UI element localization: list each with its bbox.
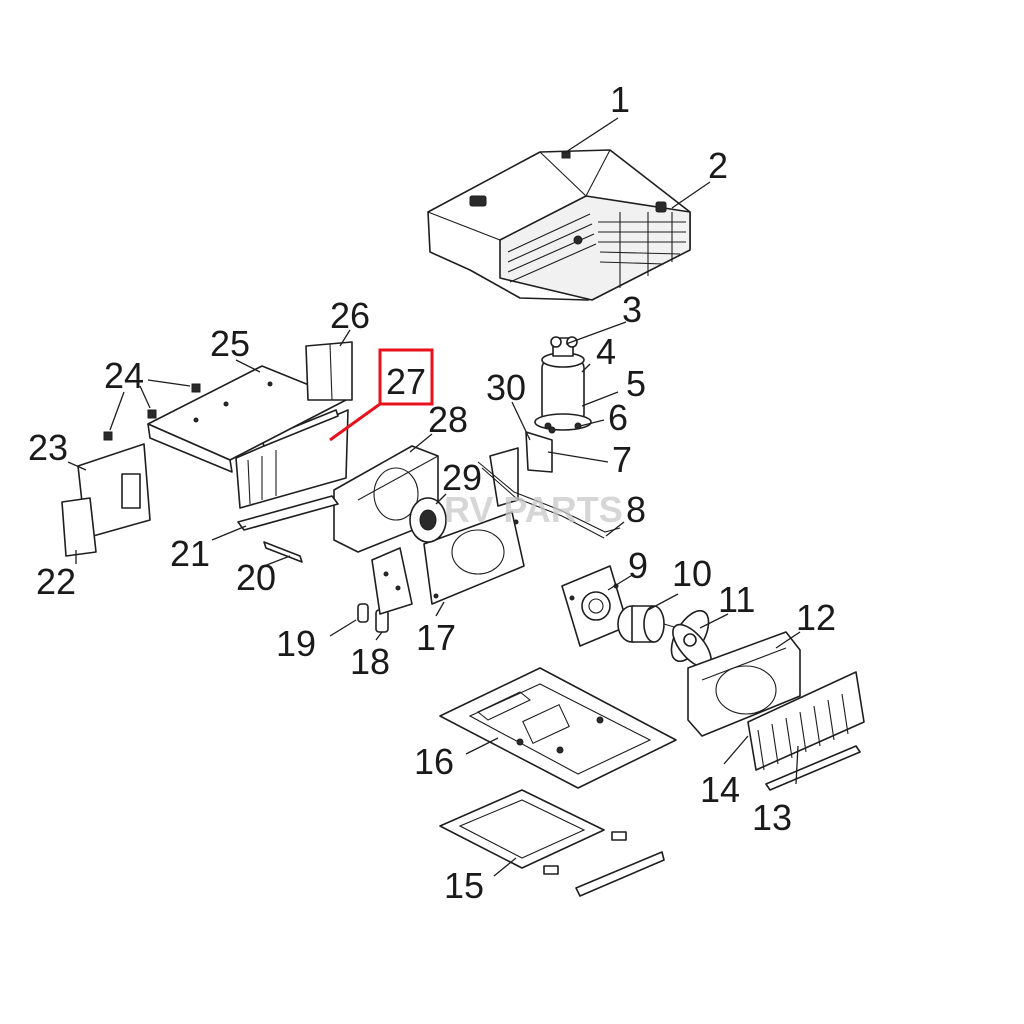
callout-21: 21 — [170, 533, 210, 574]
tubing-strap — [477, 461, 621, 539]
roof-gasket — [439, 789, 665, 897]
compressor-bracket — [489, 431, 553, 507]
evaporator-coil — [235, 409, 349, 509]
retaining-clips — [103, 383, 201, 441]
access-panel — [61, 497, 97, 557]
drain-tray — [237, 495, 339, 563]
callout-20: 20 — [236, 557, 276, 598]
callout-1: 1 — [610, 79, 630, 120]
callout-5: 5 — [626, 363, 646, 404]
callout-26: 26 — [330, 295, 370, 336]
callout-23: 23 — [28, 427, 68, 468]
callout-16: 16 — [414, 741, 454, 782]
end-panel — [77, 443, 151, 539]
callout-9: 9 — [628, 545, 648, 586]
callout-8: 8 — [626, 489, 646, 530]
blower-wheel — [409, 497, 447, 543]
watermark-text: RV PARTS — [444, 489, 623, 530]
side-panel — [305, 341, 353, 401]
callout-6: 6 — [608, 397, 628, 438]
callout-24: 24 — [104, 355, 144, 396]
callout-12: 12 — [796, 597, 836, 638]
callout-14: 14 — [700, 769, 740, 810]
callout-27: 27 — [386, 361, 426, 402]
callout-labels: 1 2 3 4 5 6 7 8 9 10 11 12 13 14 15 16 1… — [28, 79, 836, 906]
control-box — [371, 547, 413, 615]
highlight-box — [378, 348, 434, 406]
compressor-assembly — [534, 336, 592, 434]
leader-lines — [67, 117, 801, 877]
callout-11: 11 — [718, 579, 755, 620]
callout-7: 7 — [612, 439, 632, 480]
condenser-shroud — [687, 631, 801, 737]
callout-28: 28 — [428, 399, 468, 440]
capacitor — [357, 603, 389, 633]
highlight-leader-line — [329, 402, 381, 442]
blower-plate — [423, 511, 525, 605]
base-pan — [439, 667, 677, 789]
callout-25: 25 — [210, 323, 250, 364]
callout-19: 19 — [276, 623, 316, 664]
condenser-fan-blade — [670, 609, 712, 669]
callout-22: 22 — [36, 561, 76, 602]
fan-motor — [617, 605, 685, 643]
callout-30: 30 — [486, 367, 526, 408]
callout-2: 2 — [708, 145, 728, 186]
callout-3: 3 — [622, 289, 642, 330]
condenser-coil — [747, 671, 865, 791]
callout-17: 17 — [416, 617, 456, 658]
evaporator-top-cover — [147, 365, 347, 473]
callout-4: 4 — [596, 331, 616, 372]
shroud-cover — [427, 149, 691, 301]
callout-29: 29 — [442, 457, 482, 498]
callout-15: 15 — [444, 865, 484, 906]
callout-10: 10 — [672, 553, 712, 594]
callout-18: 18 — [350, 641, 390, 682]
callout-13: 13 — [752, 797, 792, 838]
motor-mount-plate — [561, 565, 629, 647]
highlight-part-27 — [329, 348, 434, 442]
